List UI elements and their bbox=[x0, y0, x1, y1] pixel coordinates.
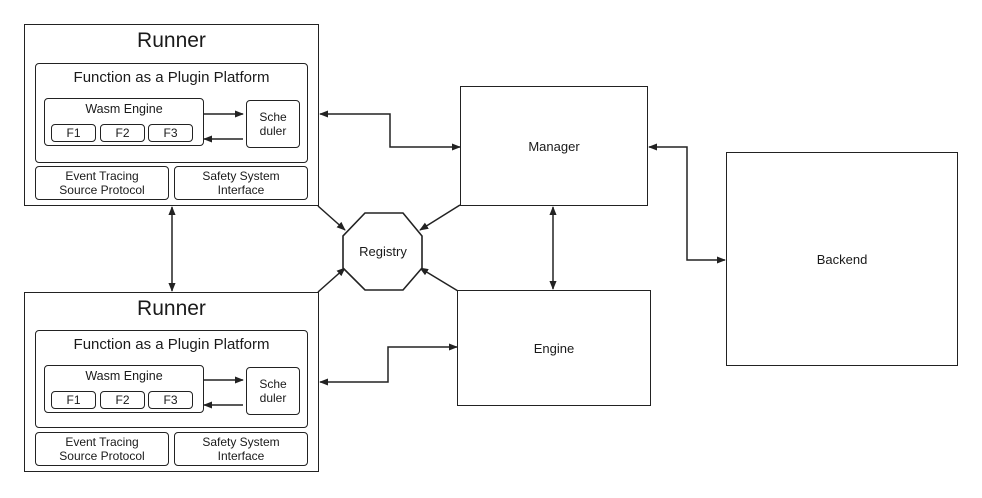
registry-label: Registry bbox=[359, 244, 407, 259]
runner-1-event-tracing: Event Tracing Source Protocol bbox=[35, 166, 169, 200]
runner-2-scheduler-line-2: duler bbox=[259, 391, 287, 405]
runner-1-wasm-engine: Wasm Engine F1 F2 F3 bbox=[44, 98, 204, 146]
runner-2-engine-connector bbox=[319, 343, 458, 386]
runner-1-platform-title: Function as a Plugin Platform bbox=[73, 69, 270, 86]
runner-2-event-tracing: Event Tracing Source Protocol bbox=[35, 432, 169, 466]
runner-2-wasm-engine-title: Wasm Engine bbox=[85, 369, 163, 383]
runner-1-event-tracing-line-2: Source Protocol bbox=[59, 183, 145, 197]
runner-2-function-f1: F1 bbox=[51, 391, 96, 409]
runner-1-safety-interface: Safety System Interface bbox=[174, 166, 308, 200]
runner-2-title: Runner bbox=[137, 297, 206, 320]
runner-2-scheduler-line-1: Sche bbox=[259, 377, 287, 391]
runner-2-event-tracing-line-2: Source Protocol bbox=[59, 449, 145, 463]
runner-1-scheduler-line-2: duler bbox=[259, 124, 287, 138]
backend-label: Backend bbox=[816, 251, 868, 267]
runner-2-safety-interface-line-2: Interface bbox=[217, 449, 265, 463]
manager-to-registry-arrow bbox=[419, 204, 461, 231]
engine-to-registry-arrow bbox=[419, 267, 459, 292]
runner-1-manager-connector bbox=[319, 110, 461, 151]
runner-1-event-tracing-line-1: Event Tracing bbox=[65, 169, 139, 183]
manager-box: Manager bbox=[460, 86, 648, 206]
runner-1-safety-interface-line-1: Safety System bbox=[202, 169, 280, 183]
runner-1-platform: Function as a Plugin Platform Wasm Engin… bbox=[35, 63, 308, 163]
backend-box: Backend bbox=[726, 152, 958, 366]
runner-1-function-f3: F3 bbox=[148, 124, 193, 142]
runner-2-platform: Function as a Plugin Platform Wasm Engin… bbox=[35, 330, 308, 428]
runner-2-scheduler: Sche duler bbox=[246, 367, 300, 415]
manager-label: Manager bbox=[528, 138, 580, 154]
runner-2-event-tracing-line-1: Event Tracing bbox=[65, 435, 139, 449]
runner-1-to-registry-arrow bbox=[317, 205, 346, 231]
runner-2-wasm-engine: Wasm Engine F1 F2 F3 bbox=[44, 365, 204, 413]
runner-1-wasm-engine-title: Wasm Engine bbox=[85, 102, 163, 116]
runner-2-safety-interface: Safety System Interface bbox=[174, 432, 308, 466]
runner-2-safety-interface-line-1: Safety System bbox=[202, 435, 280, 449]
runner-1: Runner Function as a Plugin Platform Was… bbox=[24, 24, 319, 206]
manager-backend-connector bbox=[648, 143, 726, 264]
runner-2-function-f3: F3 bbox=[148, 391, 193, 409]
runner-2-to-registry-arrow bbox=[317, 267, 346, 293]
runner-1-scheduler-line-1: Sche bbox=[259, 110, 287, 124]
engine-label: Engine bbox=[533, 340, 575, 356]
runner-1-function-f1: F1 bbox=[51, 124, 96, 142]
runner-1-safety-interface-line-2: Interface bbox=[217, 183, 265, 197]
runner-2-platform-title: Function as a Plugin Platform bbox=[73, 336, 270, 353]
runner-1-scheduler: Sche duler bbox=[246, 100, 300, 148]
runner-1-function-f2: F2 bbox=[100, 124, 145, 142]
runner-1-title: Runner bbox=[137, 29, 206, 52]
runner-2: Runner Function as a Plugin Platform Was… bbox=[24, 292, 319, 472]
engine-box: Engine bbox=[457, 290, 651, 406]
runner-2-function-f2: F2 bbox=[100, 391, 145, 409]
registry-octagon bbox=[342, 212, 423, 291]
